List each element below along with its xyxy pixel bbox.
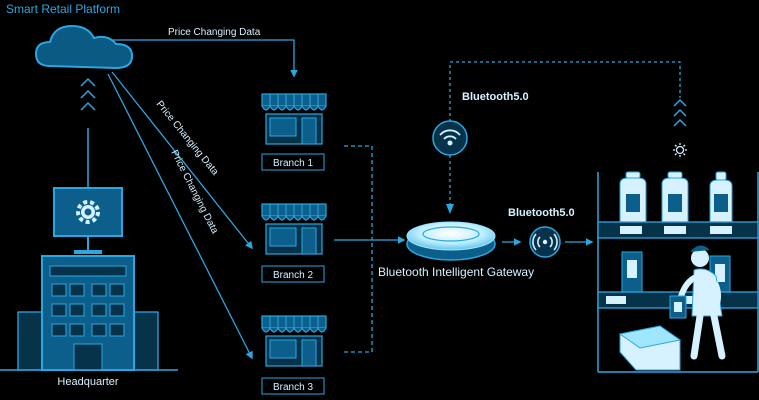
gear-icon xyxy=(76,200,100,224)
branch-3-box xyxy=(261,377,325,395)
bluetooth-top-label: Bluetooth5.0 xyxy=(462,91,529,103)
branch-1-box xyxy=(261,153,325,171)
router-icon xyxy=(406,221,496,261)
platform-title: Smart Retail Platform xyxy=(6,2,120,16)
light-chevrons xyxy=(673,98,687,127)
wireless-signal-icon xyxy=(529,226,561,258)
wireless-signal-icon xyxy=(432,120,468,156)
cloud-icon xyxy=(34,24,134,70)
shelf-icon xyxy=(597,171,759,373)
flow-lines xyxy=(107,39,298,360)
branch-3-label: Branch 3 xyxy=(273,382,313,393)
headquarter-label: Headquarter xyxy=(57,376,118,388)
bluetooth-mid-label: Bluetooth5.0 xyxy=(508,207,575,219)
store-icon xyxy=(261,93,327,145)
shopper-icon xyxy=(669,245,726,360)
store-icon xyxy=(261,315,327,367)
store-icon xyxy=(261,203,327,255)
branch-2-box xyxy=(261,265,325,283)
branch-gateway-links xyxy=(334,145,406,353)
branch-1-label: Branch 1 xyxy=(273,158,313,169)
flow-label-top: Price Changing Data xyxy=(168,27,261,38)
headquarter-building xyxy=(0,187,178,371)
light-icon xyxy=(673,143,687,157)
upload-chevrons xyxy=(80,77,96,188)
gateway-label: Bluetooth Intelligent Gateway xyxy=(378,265,534,279)
branch-2-label: Branch 2 xyxy=(273,270,313,281)
